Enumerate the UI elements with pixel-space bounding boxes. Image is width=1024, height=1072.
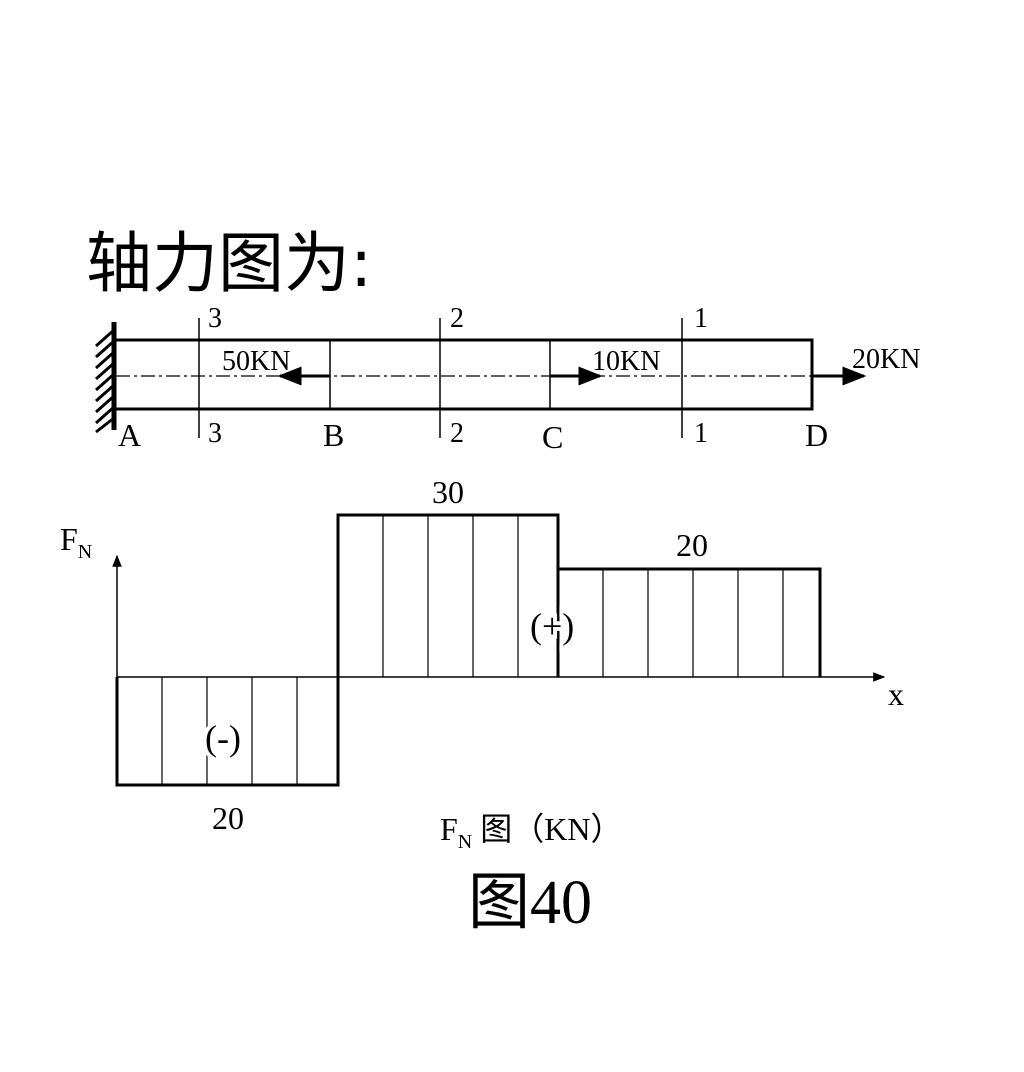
positive-sign-label: (+) xyxy=(530,606,574,646)
load-d-label: 20KN xyxy=(852,344,920,375)
force-segments xyxy=(115,513,822,787)
x-axis-label: x xyxy=(888,676,904,712)
figure-caption: 图40 xyxy=(468,869,592,937)
point-a-label: A xyxy=(118,417,141,453)
point-c-label: C xyxy=(542,419,563,455)
section-1-bottom-label: 1 xyxy=(694,418,708,449)
axial-force-diagram: FN x 30 20 20 (+) (-) FN 图（KN） xyxy=(60,474,904,853)
load-b-label: 50KN xyxy=(222,346,290,377)
negative-sign-label: (-) xyxy=(205,718,241,758)
segment-cd-value-label: 20 xyxy=(676,527,708,563)
point-b-label: B xyxy=(323,417,344,453)
segment-bc-hatching xyxy=(382,515,519,677)
point-d-label: D xyxy=(805,417,828,453)
heading: 轴力图为: xyxy=(86,225,372,302)
section-3-top-label: 3 xyxy=(208,303,222,334)
fn-diagram-caption: FN 图（KN） xyxy=(440,811,622,853)
segment-bc-bar xyxy=(336,513,560,677)
fixed-support xyxy=(95,322,117,434)
beam-diagram: 3 3 2 2 1 1 A B C D 50KN 10KN 20KN xyxy=(95,303,920,455)
section-1-top-label: 1 xyxy=(694,303,708,334)
segment-cd-hatching xyxy=(602,569,784,677)
fn-axis-label: FN xyxy=(60,521,92,563)
segment-ab-value-label: 20 xyxy=(212,800,244,836)
segment-ab-hatching xyxy=(161,677,298,785)
segment-cd-bar xyxy=(556,567,822,677)
section-2-top-label: 2 xyxy=(450,303,464,334)
segment-ab-bar xyxy=(115,677,340,787)
load-c-label: 10KN xyxy=(592,346,660,377)
beam-body xyxy=(112,338,814,411)
section-3-bottom-label: 3 xyxy=(208,418,222,449)
segment-bc-value-label: 30 xyxy=(432,474,464,510)
section-2-bottom-label: 2 xyxy=(450,418,464,449)
